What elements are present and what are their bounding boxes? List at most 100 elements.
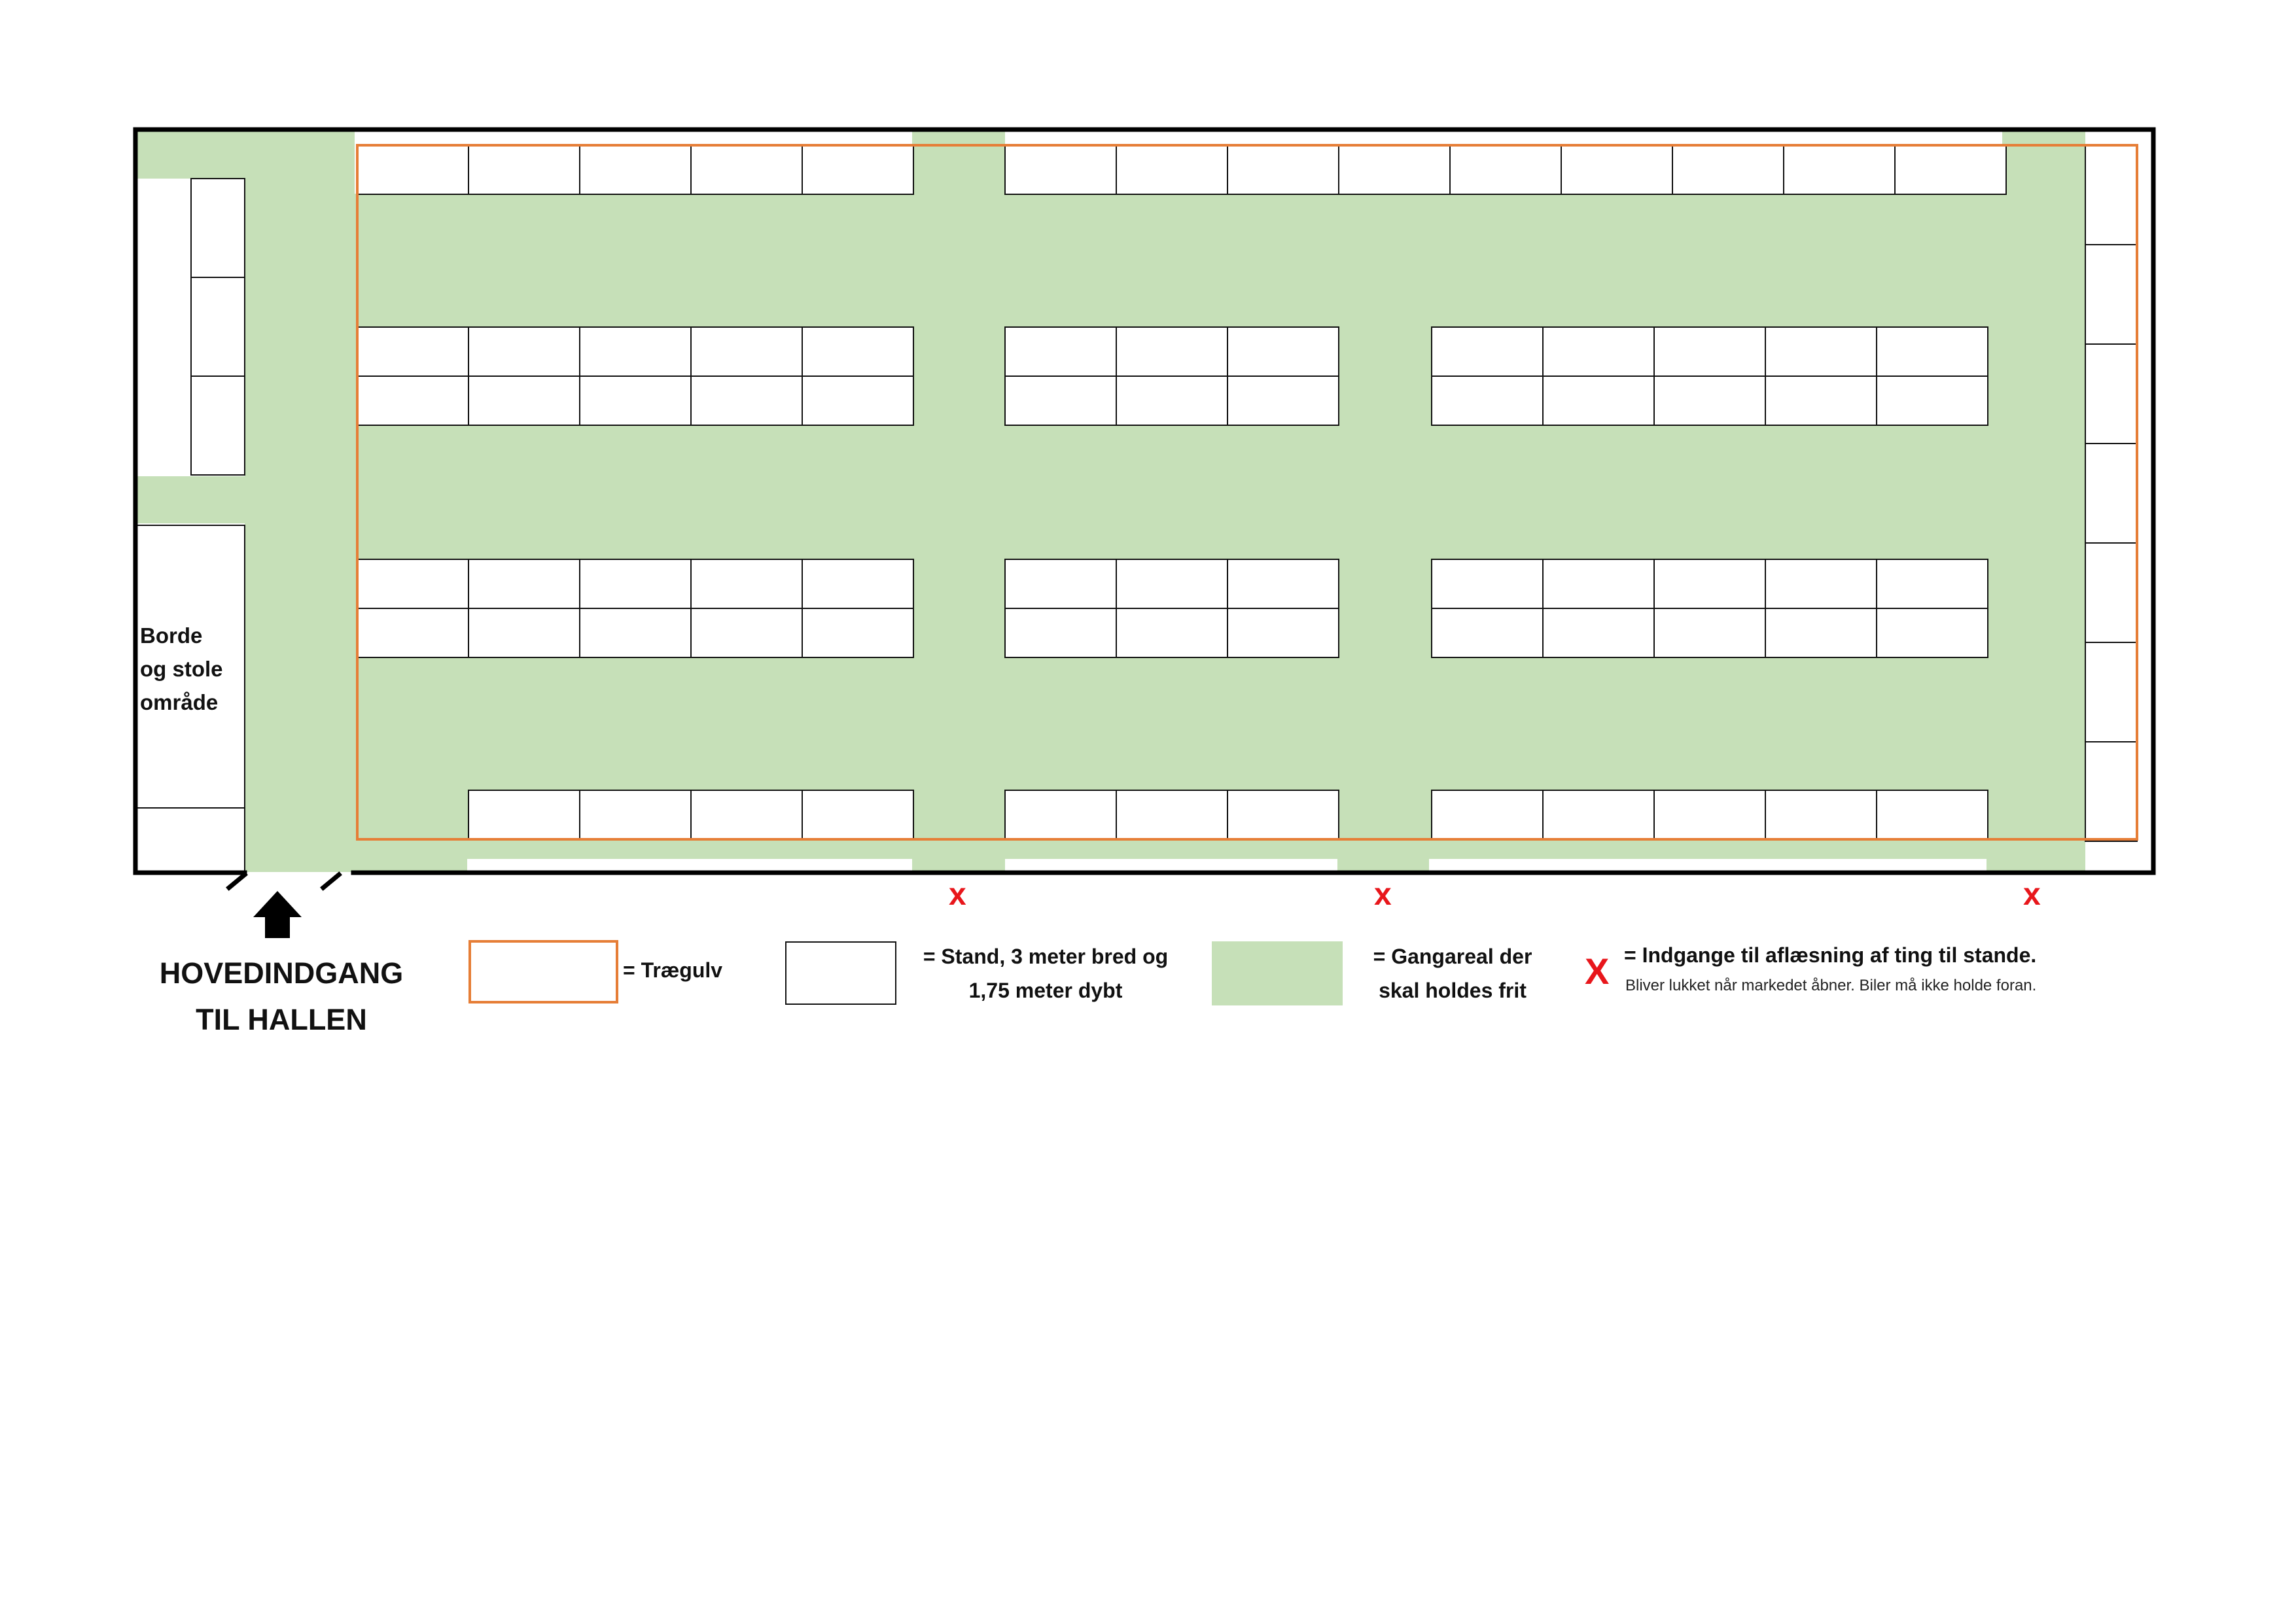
stand <box>1653 326 1766 377</box>
stand <box>1765 326 1877 377</box>
stand <box>690 790 803 840</box>
walkway-top-gap <box>912 130 1005 196</box>
stand <box>468 375 580 426</box>
stand <box>1004 375 1117 426</box>
stand <box>190 375 245 476</box>
stand <box>1653 790 1766 840</box>
stand <box>802 608 914 658</box>
stand <box>1653 375 1766 426</box>
stand <box>690 375 803 426</box>
stand <box>802 559 914 609</box>
stand <box>802 790 914 840</box>
stand <box>1431 326 1544 377</box>
stand <box>579 375 692 426</box>
stand <box>1431 790 1544 840</box>
stand <box>1227 559 1339 609</box>
legend-stand-line-2: 1,75 meter dybt <box>968 979 1123 1002</box>
stand <box>1765 559 1877 609</box>
stand <box>1542 608 1655 658</box>
stand <box>1116 326 1228 377</box>
stand <box>690 608 803 658</box>
stand <box>1542 375 1655 426</box>
main-entrance-line-2: TIL HALLEN <box>196 1003 367 1036</box>
legend-wood-floor-swatch <box>468 940 618 1003</box>
legend-walkway-text: = Gangareal der skal holdes frit <box>1354 939 1551 1007</box>
stand <box>357 608 469 658</box>
stand <box>579 790 692 840</box>
stand <box>1116 790 1228 840</box>
legend-wood-floor-text: = Trægulv <box>623 958 723 982</box>
stand <box>357 145 469 195</box>
stand <box>1653 608 1766 658</box>
stand <box>1876 608 1988 658</box>
stand <box>802 145 914 195</box>
hall-walls <box>133 127 2156 891</box>
legend-stand-swatch <box>785 941 896 1005</box>
stand <box>190 178 245 278</box>
stand <box>1431 559 1544 609</box>
stand <box>1876 790 1988 840</box>
seating-label-line-1: Borde <box>140 623 203 648</box>
stand <box>136 807 245 872</box>
unloading-entrance-marker-2: x <box>1374 877 1392 912</box>
stand <box>2085 741 2138 842</box>
stand <box>1653 559 1766 609</box>
stand <box>579 608 692 658</box>
stand <box>468 608 580 658</box>
stand <box>1449 145 1562 195</box>
wood-floor-outline <box>356 144 2138 841</box>
stand <box>1876 559 1988 609</box>
stand <box>1542 326 1655 377</box>
stand <box>690 559 803 609</box>
legend-unloading-marker: X <box>1585 951 1610 992</box>
stand <box>2085 443 2138 544</box>
stand <box>1004 608 1117 658</box>
stand <box>1876 326 1988 377</box>
legend-unloading-text: = Indgange til aflæsning af ting til sta… <box>1624 943 2037 967</box>
stand <box>1004 326 1117 377</box>
stand <box>2085 244 2138 345</box>
stand <box>2085 542 2138 643</box>
stand <box>802 375 914 426</box>
stand <box>1004 145 1117 195</box>
stand <box>357 559 469 609</box>
walkway-right-top <box>2002 130 2085 196</box>
walkway-main-field <box>355 194 2075 859</box>
stand <box>357 326 469 377</box>
seating-area <box>136 525 245 809</box>
walkway-left-crossing <box>137 476 245 523</box>
legend-unloading-note: Bliver lukket når markedet åbner. Biler … <box>1625 977 2037 994</box>
stand <box>1431 375 1544 426</box>
stand-grid <box>136 145 2138 872</box>
walkway-bottom-gap-1 <box>912 792 1005 872</box>
stand <box>2085 145 2138 245</box>
stand <box>1765 375 1877 426</box>
stand <box>468 790 580 840</box>
stand <box>468 559 580 609</box>
stand <box>1004 790 1117 840</box>
legend-stand-line-1: = Stand, 3 meter bred og <box>923 945 1169 968</box>
walkway-right-column <box>1987 194 2085 872</box>
stand <box>1431 608 1544 658</box>
seating-label-line-3: område <box>140 690 219 714</box>
stand <box>1116 608 1228 658</box>
stand <box>1004 559 1117 609</box>
stand <box>1783 145 1896 195</box>
stand <box>579 326 692 377</box>
legend-stand-text: = Stand, 3 meter bred og 1,75 meter dybt <box>902 939 1190 1007</box>
stand <box>1227 145 1339 195</box>
stand <box>1227 790 1339 840</box>
stand <box>1338 145 1451 195</box>
stand <box>1227 326 1339 377</box>
walkway-bottom-gap-2 <box>1337 792 1429 872</box>
stand <box>1894 145 2007 195</box>
stand <box>690 145 803 195</box>
stand <box>1765 608 1877 658</box>
stand <box>2085 642 2138 742</box>
legend-walkway-swatch <box>1212 941 1343 1005</box>
stand <box>690 326 803 377</box>
stand <box>1227 375 1339 426</box>
stand <box>1876 375 1988 426</box>
main-entrance-label: HOVEDINDGANG TIL HALLEN <box>124 950 438 1043</box>
